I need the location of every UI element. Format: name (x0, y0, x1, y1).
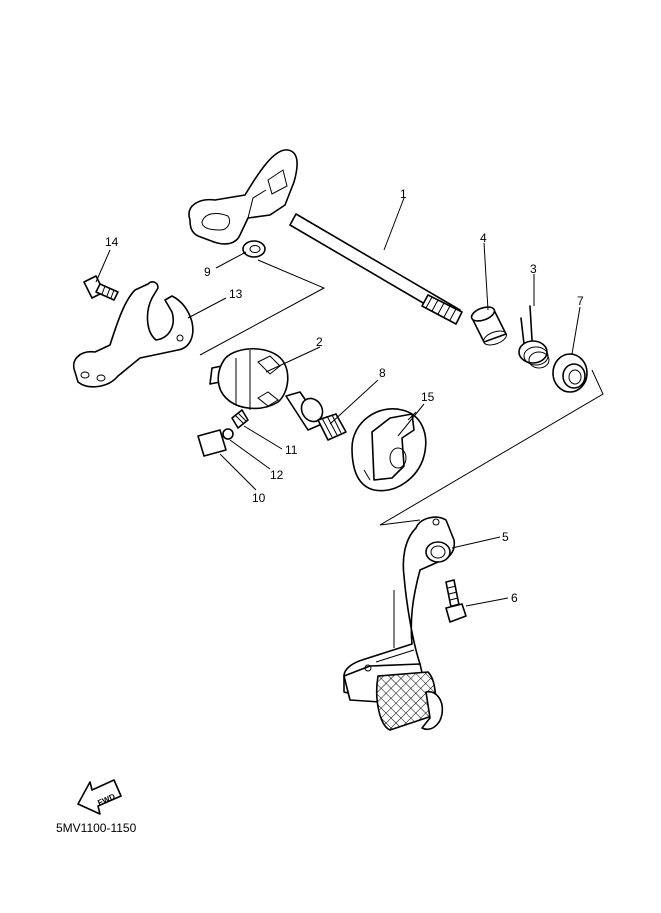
stopper-lever-part (73, 281, 194, 388)
torsion-spring-part (518, 305, 550, 369)
callout-10: 10 (252, 491, 266, 505)
callout-14: 14 (105, 235, 119, 249)
callout-11: 11 (285, 443, 298, 457)
collar-part (470, 306, 507, 346)
shift-shaft-part (188, 149, 463, 325)
segment-cover-part (351, 408, 427, 492)
diagram-code: 5MV1100-1150 (56, 821, 137, 835)
segment-part (209, 347, 289, 410)
callout-4: 4 (480, 231, 487, 245)
oil-seal-part (552, 353, 588, 393)
plate-part (197, 429, 227, 457)
ball-part (222, 428, 234, 440)
pedal-bolt-part (445, 579, 467, 623)
callout-1: 1 (400, 187, 407, 201)
washer-part (242, 240, 266, 258)
callout-9: 9 (204, 265, 211, 279)
shift-pedal-part (343, 516, 456, 731)
callout-6: 6 (511, 591, 518, 605)
leader-lines (95, 197, 581, 607)
spring-part (231, 409, 249, 429)
assembly-lines (199, 259, 604, 526)
pin-part (285, 391, 347, 441)
callout-5: 5 (502, 530, 509, 544)
callout-7: 7 (577, 294, 584, 308)
callout-12: 12 (270, 468, 284, 482)
callout-13: 13 (229, 287, 243, 301)
callout-15: 15 (421, 390, 435, 404)
forward-arrow-icon: FWD (77, 779, 122, 815)
bolt-part (83, 275, 119, 301)
callout-3: 3 (530, 262, 537, 276)
callout-labels: 1 2 3 4 5 6 7 8 9 10 11 12 13 14 15 (105, 187, 584, 605)
callout-8: 8 (379, 366, 386, 380)
callout-2: 2 (316, 335, 323, 349)
